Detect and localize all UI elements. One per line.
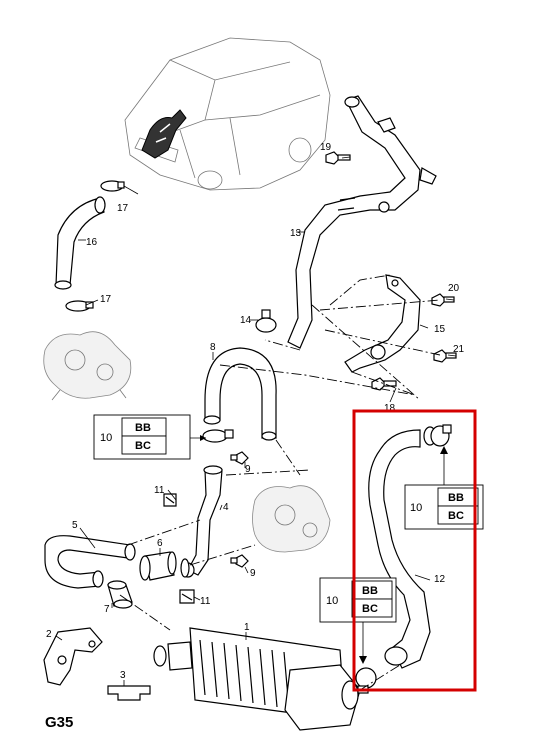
figure-code: G35	[45, 714, 73, 731]
highlight-box	[352, 409, 477, 692]
callout-3: 3	[120, 670, 126, 681]
callout-labels: 1 2 3 4 5 6 7 8 9 9 11 11 12 13 14 15 16…	[46, 142, 465, 681]
callout-5: 5	[72, 520, 78, 531]
callout-13: 13	[290, 228, 302, 239]
callout-7: 7	[104, 604, 110, 615]
hose-8	[203, 347, 277, 441]
clamp-17-upper	[100, 180, 125, 192]
callout-6: 6	[157, 538, 163, 549]
bracket-11-upper	[163, 493, 177, 507]
callout-17-upper: 17	[117, 203, 129, 214]
bolt-9-upper	[230, 451, 249, 465]
pipe-13	[287, 95, 437, 349]
variant-box-right-code-2: BC	[448, 510, 464, 522]
variant-box-left-code-2: BC	[135, 440, 151, 452]
variant-box-right-ref: 10	[410, 502, 422, 514]
callout-18: 18	[384, 403, 396, 414]
bracket-2	[43, 627, 103, 686]
bracket-3	[107, 685, 151, 701]
variant-box-right: 10 BB BC	[404, 484, 484, 530]
variant-box-bottom-code-2: BC	[362, 603, 378, 615]
pipe-4	[181, 465, 223, 578]
clamp-17-lower	[65, 300, 94, 312]
clamp-14	[255, 309, 277, 333]
callout-11-upper: 11	[154, 485, 165, 496]
callout-1: 1	[244, 622, 250, 633]
clamp-10-mid	[202, 429, 234, 443]
bolt-9-lower	[230, 554, 249, 568]
hose-12	[368, 426, 437, 669]
variant-box-right-code-1: BB	[448, 492, 464, 504]
callout-14: 14	[240, 315, 252, 326]
callout-21: 21	[453, 344, 465, 355]
assembly-lines	[119, 274, 441, 691]
intercooler-1	[153, 627, 361, 731]
variant-box-bottom-code-1: BB	[362, 585, 378, 597]
bracket-11-lower	[179, 589, 195, 604]
callout-19: 19	[320, 142, 332, 153]
bolt-19	[325, 151, 351, 165]
vehicle-sketch	[124, 37, 331, 191]
variant-box-left: 10 BB BC	[93, 414, 191, 460]
callout-17-lower: 17	[100, 294, 112, 305]
bracket-15	[344, 274, 421, 373]
callout-8: 8	[210, 342, 216, 353]
callout-20: 20	[448, 283, 460, 294]
callout-11-lower: 11	[200, 596, 211, 607]
callout-4: 4	[223, 502, 229, 513]
callout-9-upper: 9	[245, 464, 251, 475]
callout-2: 2	[46, 629, 52, 640]
callout-16: 16	[86, 237, 98, 248]
callout-9-lower: 9	[250, 568, 256, 579]
turbo-outline-left	[43, 331, 132, 401]
turbo-outline-center	[252, 485, 331, 553]
hose-5	[44, 535, 136, 589]
callout-15: 15	[434, 324, 446, 335]
variant-box-bottom: 10 BB BC	[319, 577, 397, 623]
variant-box-left-code-1: BB	[135, 422, 151, 434]
variant-box-bottom-ref: 10	[326, 595, 338, 607]
callout-12: 12	[434, 574, 446, 585]
clamp-10-upper-right	[430, 424, 452, 447]
hose-16	[54, 196, 106, 290]
variant-box-left-ref: 10	[100, 432, 112, 444]
hose-6	[139, 551, 190, 581]
